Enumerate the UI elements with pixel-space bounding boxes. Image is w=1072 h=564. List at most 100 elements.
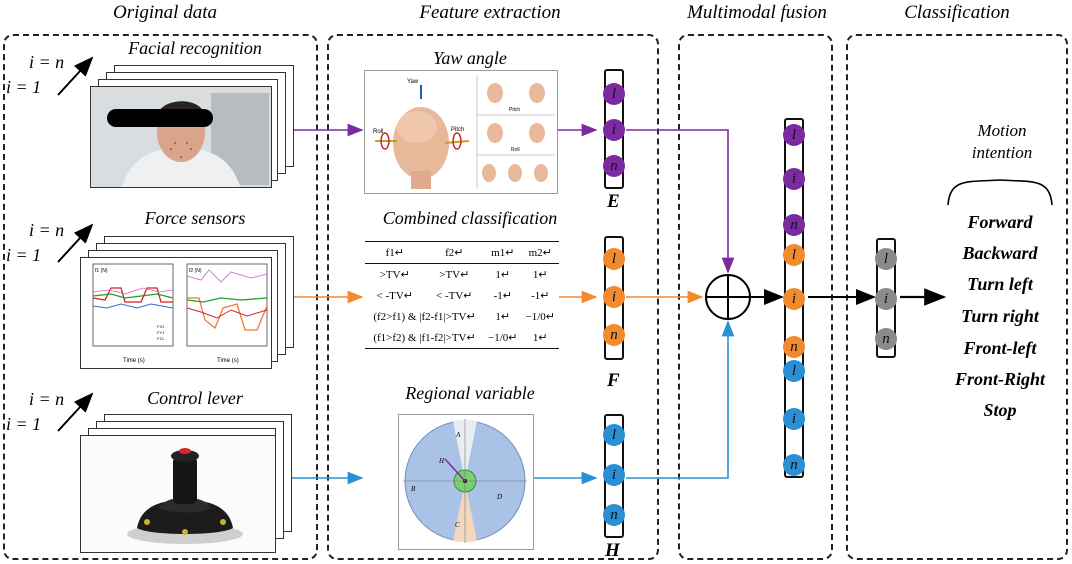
table-header: f2↵ bbox=[424, 241, 485, 264]
vector-node: n bbox=[603, 155, 625, 177]
table-header: m1↵ bbox=[484, 241, 522, 264]
regional-label-b: B bbox=[411, 485, 416, 493]
index-1-label: i = 1 bbox=[6, 245, 42, 265]
vector-label-h: H bbox=[605, 540, 620, 561]
lever-image bbox=[81, 436, 275, 552]
vector-node: n bbox=[783, 454, 805, 476]
table-cell: >TV↵ bbox=[439, 269, 470, 281]
table-row: < -TV↵ < -TV↵ -1↵ -1↵ bbox=[365, 285, 559, 306]
table-cell: >TV↵ bbox=[379, 269, 410, 281]
vector-node: n bbox=[783, 336, 805, 358]
lever-image-frame bbox=[80, 435, 276, 553]
vector-node: i bbox=[783, 408, 805, 430]
source-title-force: Force sensors bbox=[144, 208, 246, 228]
vector-node: i bbox=[783, 288, 805, 310]
table-row: >TV↵ >TV↵ 1↵ 1↵ bbox=[365, 264, 559, 286]
force-legend-1: FX1 bbox=[157, 324, 165, 329]
motion-intention-label: Motion intention bbox=[971, 121, 1033, 162]
index-n-label: i = n bbox=[29, 389, 65, 409]
classification-vector: l i n bbox=[875, 238, 897, 358]
table-cell: -1↵ bbox=[493, 290, 512, 302]
vector-node: n bbox=[875, 328, 897, 350]
source-title-facial: Facial recognition bbox=[128, 38, 262, 58]
vector-node: l bbox=[783, 360, 805, 382]
yaw-figure: Yaw Roll Pitch Pitch Roll bbox=[364, 70, 558, 194]
class-label: Front-Right bbox=[954, 369, 1046, 389]
header-multimodal-fusion: Multimodal fusion bbox=[687, 2, 827, 23]
table-cell: < -TV↵ bbox=[376, 290, 414, 302]
class-label: Forward bbox=[967, 212, 1033, 232]
index-1-label: i = 1 bbox=[6, 414, 42, 434]
vector-f: l i n bbox=[603, 236, 625, 360]
vector-h: l i n bbox=[603, 414, 625, 538]
force-legend-3: FZ1 bbox=[157, 336, 165, 341]
table-cell: (f2>f1) & |f2-f1|>TV↵ bbox=[373, 311, 476, 323]
table-cell: 1↵ bbox=[521, 327, 559, 349]
yaw-figure-label-pitch-right: Pitch bbox=[509, 107, 520, 113]
yaw-figure-label-pitch: Pitch bbox=[451, 127, 464, 133]
vector-node: i bbox=[603, 464, 625, 486]
table-row: (f1>f2) & |f1-f2|>TV↵ −1/0↵ 1↵ bbox=[365, 327, 559, 349]
force-ylabel-left: f1 (N) bbox=[95, 268, 108, 274]
index-n-label: i = n bbox=[29, 52, 65, 72]
index-1-label: i = 1 bbox=[6, 77, 42, 97]
vector-node: l bbox=[603, 424, 625, 446]
class-label: Turn left bbox=[967, 274, 1033, 294]
regional-label-a: A bbox=[455, 431, 461, 439]
force-xlabel-left: Time (s) bbox=[123, 358, 145, 364]
regional-label-h: H bbox=[438, 457, 445, 465]
force-ylabel-right: f2 (N) bbox=[189, 268, 202, 274]
force-xlabel-right: Time (s) bbox=[217, 358, 239, 364]
table-cell: 1↵ bbox=[495, 311, 511, 323]
regional-figure: A B C D H bbox=[398, 414, 534, 550]
header-feature-extraction: Feature extraction bbox=[419, 2, 561, 23]
regional-label-d: D bbox=[496, 493, 502, 501]
vector-node: l bbox=[783, 124, 805, 146]
vector-node: n bbox=[783, 214, 805, 236]
table-row: (f2>f1) & |f2-f1|>TV↵ 1↵ −1/0↵ bbox=[365, 306, 559, 327]
facial-image-frame bbox=[90, 86, 272, 188]
vector-node: l bbox=[783, 244, 805, 266]
table-cell: (f1>f2) & |f1-f2|>TV↵ bbox=[365, 327, 485, 349]
force-plot-frame: f1 (N) f2 (N) Time (s) Time (s) FX1 FY1 … bbox=[80, 257, 272, 369]
table-cell: 1↵ bbox=[495, 269, 511, 281]
fused-vector: l i n l i n l i n bbox=[783, 118, 805, 478]
vector-label-f: F bbox=[607, 370, 620, 391]
vector-node: i bbox=[783, 168, 805, 190]
vector-node: i bbox=[603, 286, 625, 308]
class-label: Front-left bbox=[963, 338, 1037, 358]
table-cell: −1/0↵ bbox=[525, 311, 555, 323]
yaw-figure-label-roll-right: Roll bbox=[511, 147, 520, 153]
index-n-label: i = n bbox=[29, 220, 65, 240]
table-cell: -1↵ bbox=[531, 290, 550, 302]
source-title-lever: Control lever bbox=[147, 388, 243, 408]
feature-title-regional: Regional variable bbox=[405, 383, 535, 403]
vector-node: l bbox=[603, 83, 625, 105]
regional-label-c: C bbox=[455, 521, 460, 529]
feature-title-combined: Combined classification bbox=[382, 208, 558, 228]
table-cell: < -TV↵ bbox=[436, 290, 473, 302]
vector-node: n bbox=[603, 324, 625, 346]
vector-node: i bbox=[603, 119, 625, 141]
table-header: m2↵ bbox=[521, 241, 559, 264]
feature-title-yaw: Yaw angle bbox=[433, 48, 507, 68]
vector-e: l i n bbox=[603, 69, 625, 189]
force-plot: f1 (N) f2 (N) Time (s) Time (s) FX1 FY1 … bbox=[92, 263, 268, 364]
force-legend-2: FY1 bbox=[157, 330, 165, 335]
vector-label-e: E bbox=[607, 191, 620, 212]
yaw-figure-label-yaw: Yaw bbox=[407, 79, 419, 85]
facial-image bbox=[91, 87, 271, 187]
table-cell: −1/0↵ bbox=[484, 327, 522, 349]
combined-table: f1↵ f2↵ m1↵ m2↵ >TV↵ >TV↵ 1↵ 1↵ < -TV↵ <… bbox=[365, 241, 559, 359]
vector-node: l bbox=[875, 248, 897, 270]
header-original-data: Original data bbox=[113, 2, 217, 23]
vector-node: n bbox=[603, 504, 625, 526]
vector-node: l bbox=[603, 248, 625, 270]
class-label: Backward bbox=[962, 243, 1038, 263]
class-label: Turn right bbox=[961, 306, 1039, 326]
table-cell: 1↵ bbox=[532, 269, 548, 281]
table-header: f1↵ bbox=[365, 241, 425, 264]
yaw-figure-label-roll: Roll bbox=[373, 129, 383, 135]
class-label: Stop bbox=[983, 400, 1017, 420]
